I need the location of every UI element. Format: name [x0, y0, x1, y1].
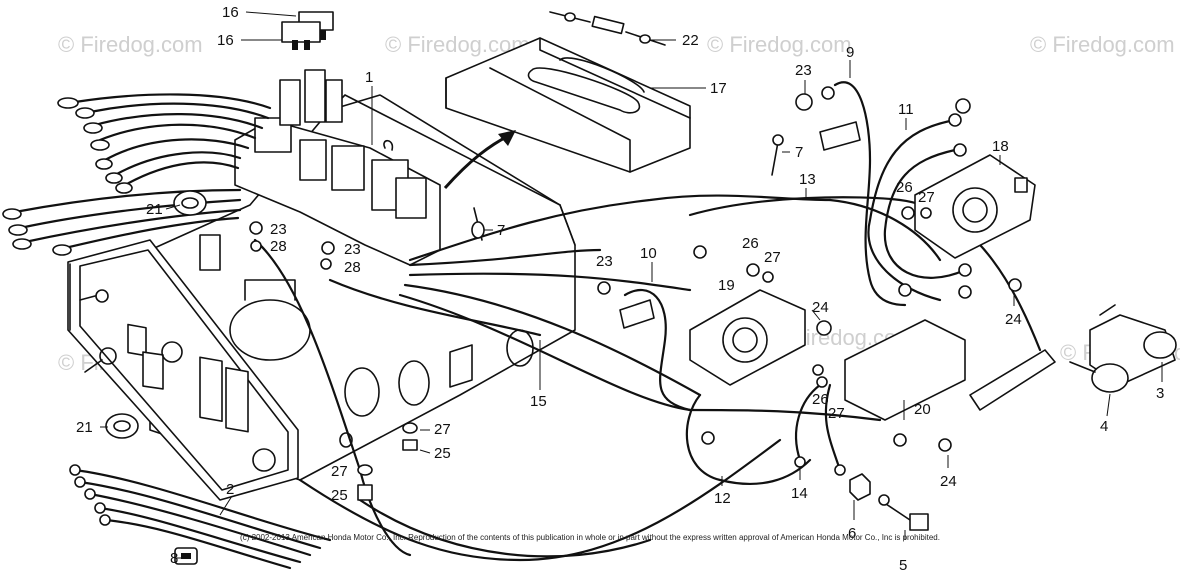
callout-label: 4	[1100, 418, 1108, 435]
watermark: © Firedog.com	[707, 32, 852, 57]
callout-label: 14	[791, 485, 808, 502]
callout-label: 28	[344, 259, 361, 276]
callout-label: 12	[714, 490, 731, 507]
watermark: © Firedog.com	[1030, 32, 1175, 57]
callout-label: 8	[170, 550, 178, 567]
arrow-head	[498, 130, 516, 146]
wiring-15	[253, 194, 942, 562]
callout-label: 13	[799, 171, 816, 188]
receptacle-19	[689, 289, 806, 386]
hardware	[199, 93, 1022, 531]
callout-label: 24	[812, 299, 829, 316]
callout-label: 25	[331, 487, 348, 504]
callout-label: 23	[344, 241, 361, 258]
wire-13	[688, 196, 1042, 352]
callout-label: 16	[217, 32, 234, 49]
callout-label: 1	[365, 69, 373, 86]
callout-label: 21	[146, 201, 163, 218]
fuse-16	[281, 11, 334, 50]
callout-label: 26	[812, 391, 829, 408]
grommet-21	[105, 190, 207, 439]
callout-label: 24	[940, 473, 957, 490]
callout-label: 2	[226, 481, 234, 498]
wires-10-12-14	[619, 288, 846, 486]
callout-label: 5	[899, 557, 907, 574]
watermark: © Firedog.com	[58, 32, 203, 57]
callout-label: 26	[896, 179, 913, 196]
receptacle-20	[844, 319, 966, 421]
callout-label: 16	[222, 4, 239, 21]
callout-label: 19	[718, 277, 735, 294]
callout-label: 7	[497, 222, 505, 239]
terminal-3-4	[969, 304, 1177, 411]
callout-label: 3	[1156, 385, 1164, 402]
callout-label: 7	[795, 144, 803, 161]
callout-label: 27	[434, 421, 451, 438]
callout-label: 20	[914, 401, 931, 418]
callout-label: 26	[742, 235, 759, 252]
callout-label: 23	[795, 62, 812, 79]
callout-label: 27	[828, 405, 845, 422]
callout-label: 9	[846, 44, 854, 61]
control-box	[67, 94, 576, 501]
tray-17	[445, 37, 691, 173]
callout-label: 23	[596, 253, 613, 270]
callout-label: 24	[1005, 311, 1022, 328]
resistor-22	[549, 11, 666, 46]
callout-label: 27	[764, 249, 781, 266]
callout-label: 23	[270, 221, 287, 238]
callout-label: 27	[918, 189, 935, 206]
left-harness	[2, 93, 272, 256]
callout-label: 17	[710, 80, 727, 97]
callout-label: 6	[848, 525, 856, 542]
callouts: 16 16 22 1 17 9 23 11 18 7 13 26 27 21 7…	[76, 4, 1164, 574]
callout-label: 25	[434, 445, 451, 462]
leader-lines	[100, 11, 1163, 559]
callout-label: 18	[992, 138, 1009, 155]
callout-label: 21	[76, 419, 93, 436]
callout-label: 22	[682, 32, 699, 49]
callout-label: 27	[331, 463, 348, 480]
callout-label: 15	[530, 393, 547, 410]
callout-label: 28	[270, 238, 287, 255]
harness-2	[69, 464, 332, 570]
wire-9	[819, 81, 907, 307]
copyright-notice: (c) 2002-2013 American Honda Motor Co., …	[240, 533, 940, 542]
callout-label: 10	[640, 245, 657, 262]
receptacle-18	[914, 154, 1036, 259]
callout-label: 11	[898, 101, 914, 118]
relay-block	[234, 69, 441, 266]
